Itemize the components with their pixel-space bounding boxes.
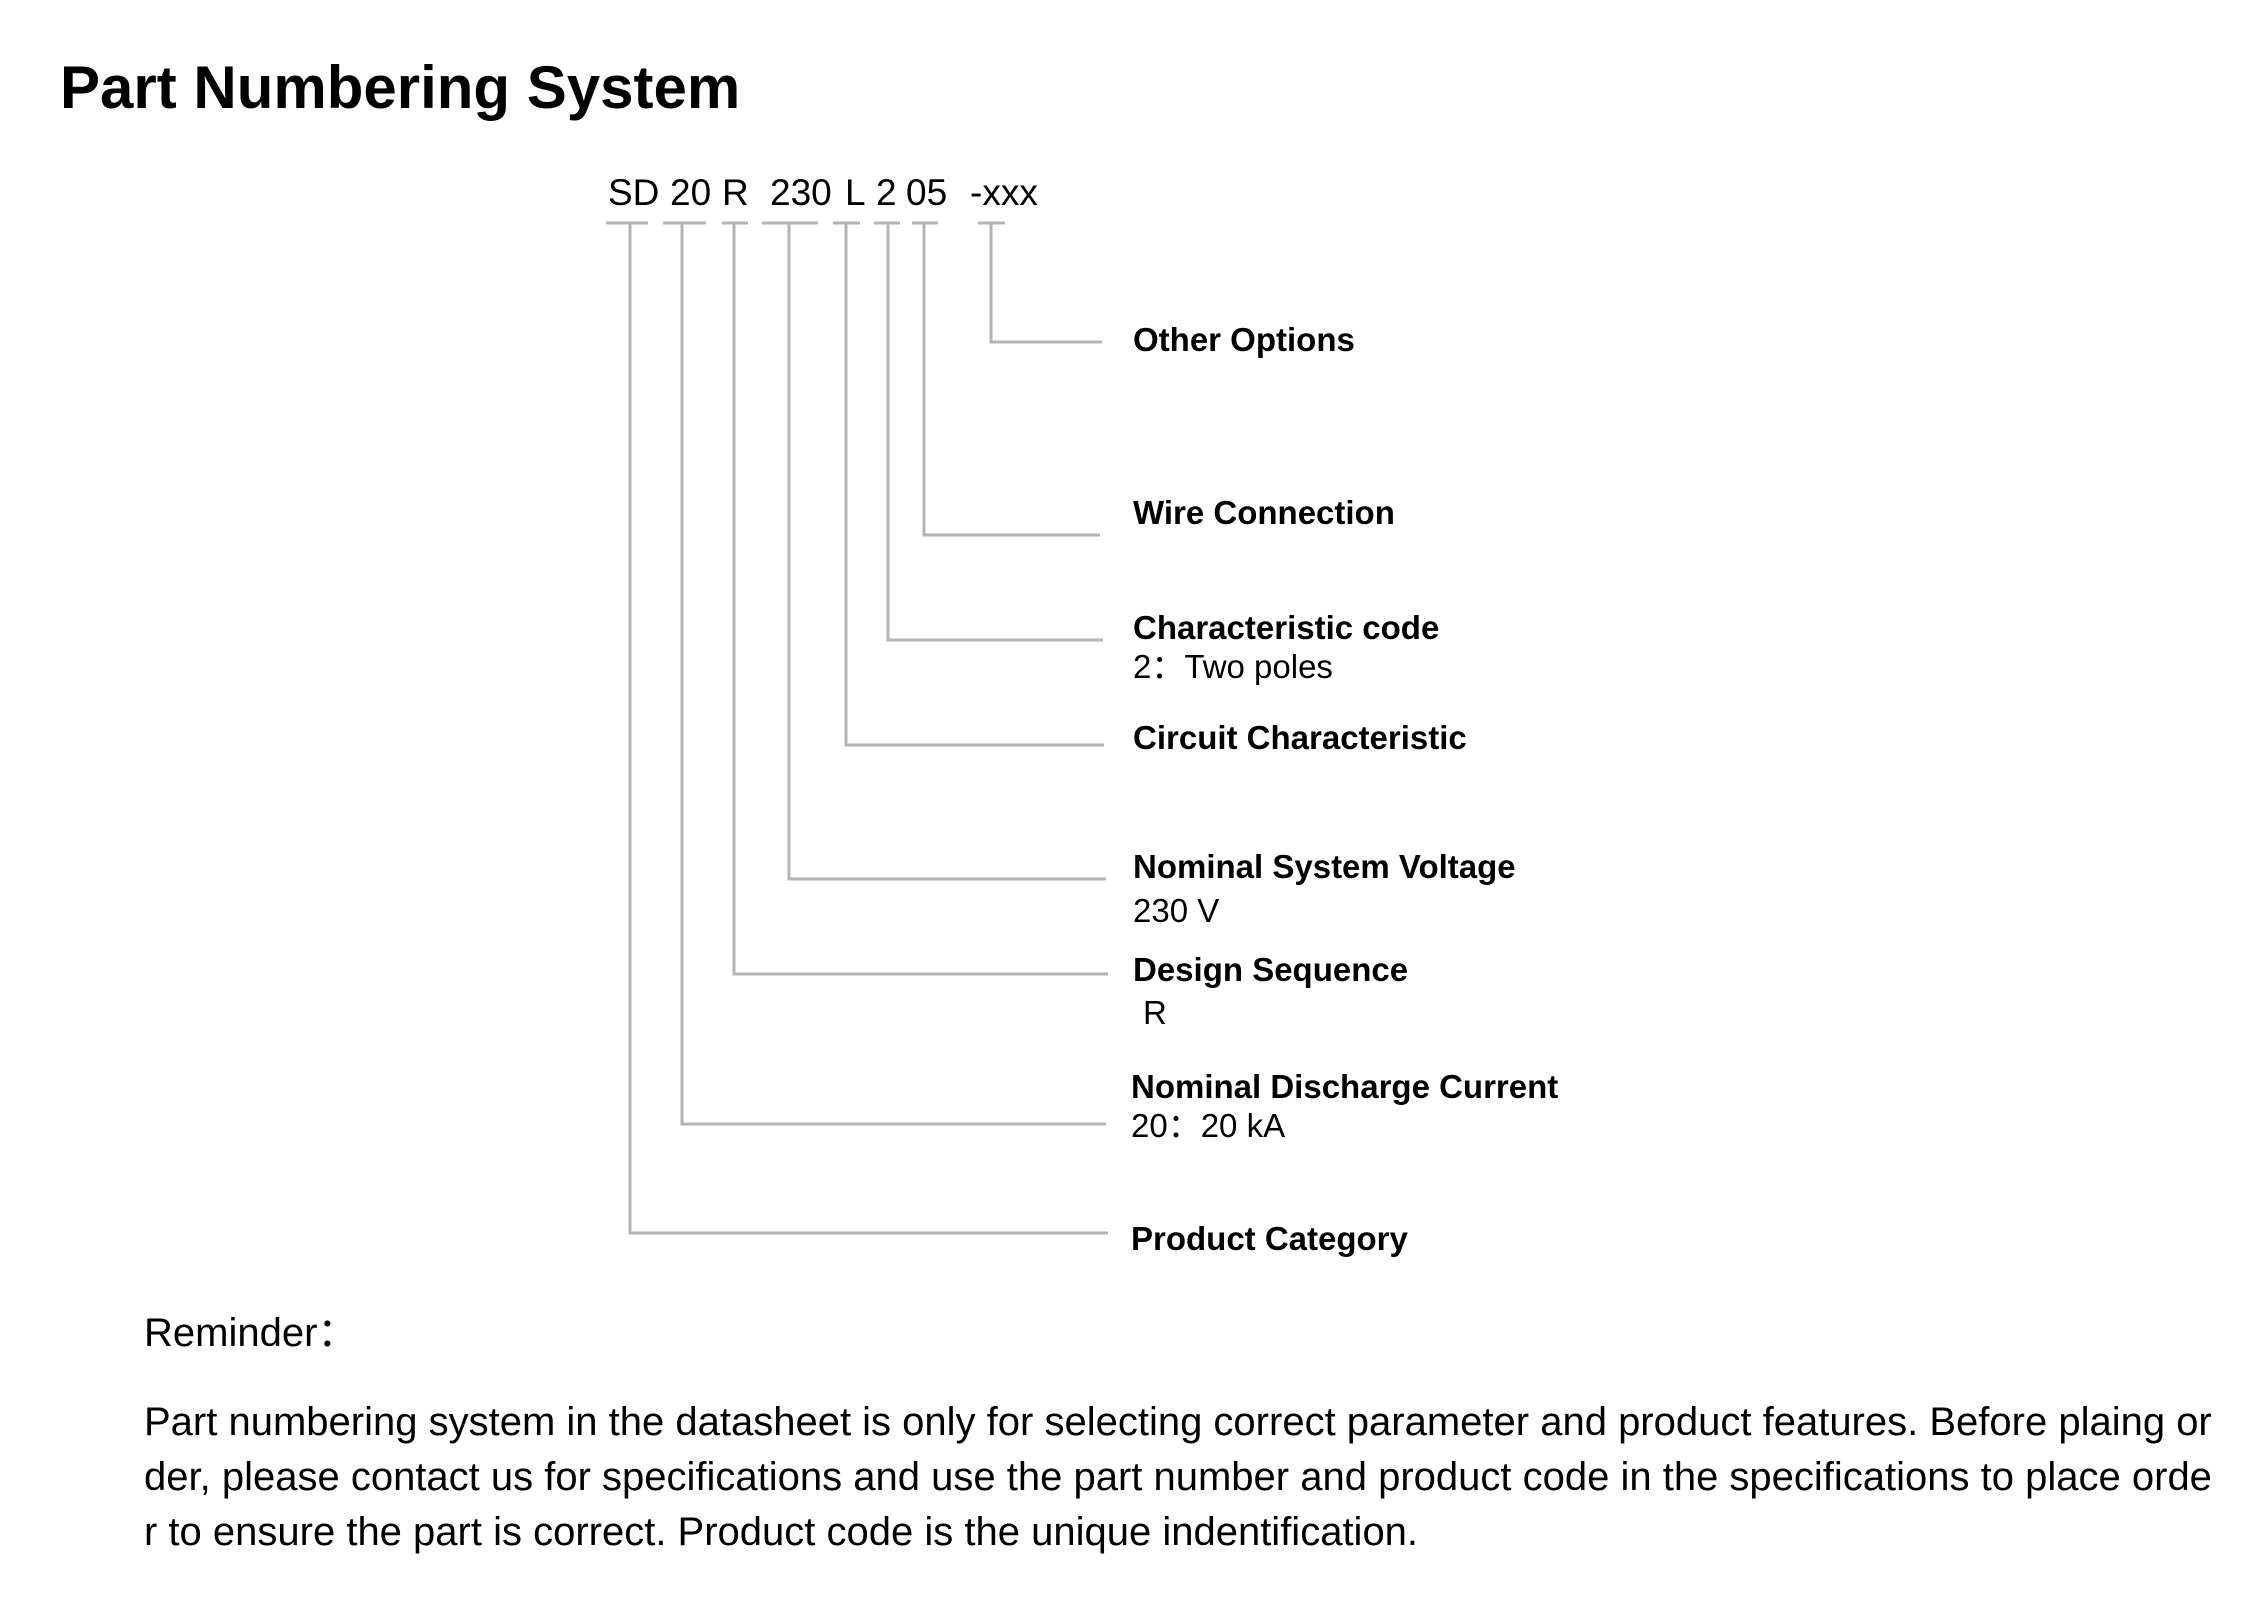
label-circuit-characteristic: Circuit Characteristic — [1133, 719, 1467, 756]
segment-sd: SD — [608, 172, 659, 213]
label-other-options: Other Options — [1133, 321, 1355, 358]
leader-nominal-system-voltage — [787, 223, 1106, 881]
segment-characteristic: 2 — [876, 172, 897, 213]
label-product-category: Product Category — [1131, 1220, 1409, 1257]
page-title: Part Numbering System — [60, 54, 741, 121]
part-number-code: SD 20 R 230 L 2 05 -xxx — [608, 172, 1038, 213]
label-nominal-discharge-current: Nominal Discharge Current — [1131, 1068, 1558, 1105]
leader-characteristic-code — [886, 223, 1103, 642]
segment-wire: 05 — [906, 172, 947, 213]
detail-nominal-system-voltage: 230 V — [1133, 892, 1219, 929]
detail-design-sequence: R — [1143, 994, 1167, 1031]
leader-wire-connection — [922, 223, 1100, 537]
leader-nominal-discharge-current — [680, 223, 1106, 1126]
field-labels: Other Options Wire Connection Characteri… — [1131, 321, 1558, 1257]
label-wire-connection: Wire Connection — [1133, 494, 1395, 531]
label-nominal-system-voltage: Nominal System Voltage — [1133, 848, 1516, 885]
segment-circuit: L — [845, 172, 866, 213]
leader-design-sequence — [732, 223, 1108, 976]
segment-options: -xxx — [970, 172, 1038, 213]
label-design-sequence: Design Sequence — [1133, 951, 1408, 988]
label-characteristic-code: Characteristic code — [1133, 609, 1439, 646]
segment-current: 20 — [670, 172, 711, 213]
leader-lines — [628, 223, 1108, 1235]
reminder-heading: Reminder： — [144, 1311, 358, 1355]
detail-characteristic-code: 2：Two poles — [1133, 648, 1333, 685]
detail-nominal-discharge-current: 20：20 kA — [1131, 1107, 1285, 1144]
leader-circuit-characteristic — [844, 223, 1104, 747]
segment-design: R — [722, 172, 749, 213]
leader-other-options — [989, 223, 1102, 344]
reminder-text: Part numbering system in the datasheet i… — [144, 1400, 2212, 1554]
segment-voltage: 230 — [770, 172, 832, 213]
leader-product-category — [628, 223, 1108, 1235]
